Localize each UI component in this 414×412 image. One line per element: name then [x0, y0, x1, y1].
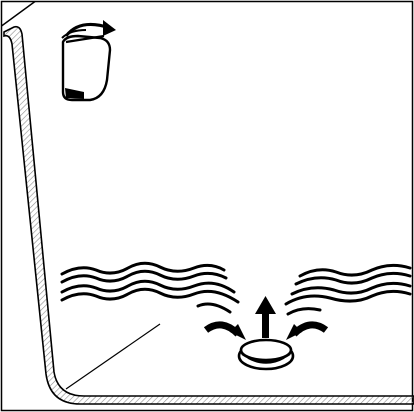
- tub-wall: [3, 25, 414, 405]
- up-arrow-icon: [255, 296, 276, 338]
- water-wave-icon: [60, 261, 240, 314]
- corner-line: [1, 0, 36, 27]
- drain-icon: [237, 338, 295, 371]
- curved-arrow-right-icon: [286, 321, 329, 340]
- rotate-cup-icon: [61, 20, 116, 102]
- perspective-line: [65, 323, 161, 390]
- curved-arrow-left-icon: [203, 321, 246, 340]
- water-wave-icon: [284, 263, 412, 316]
